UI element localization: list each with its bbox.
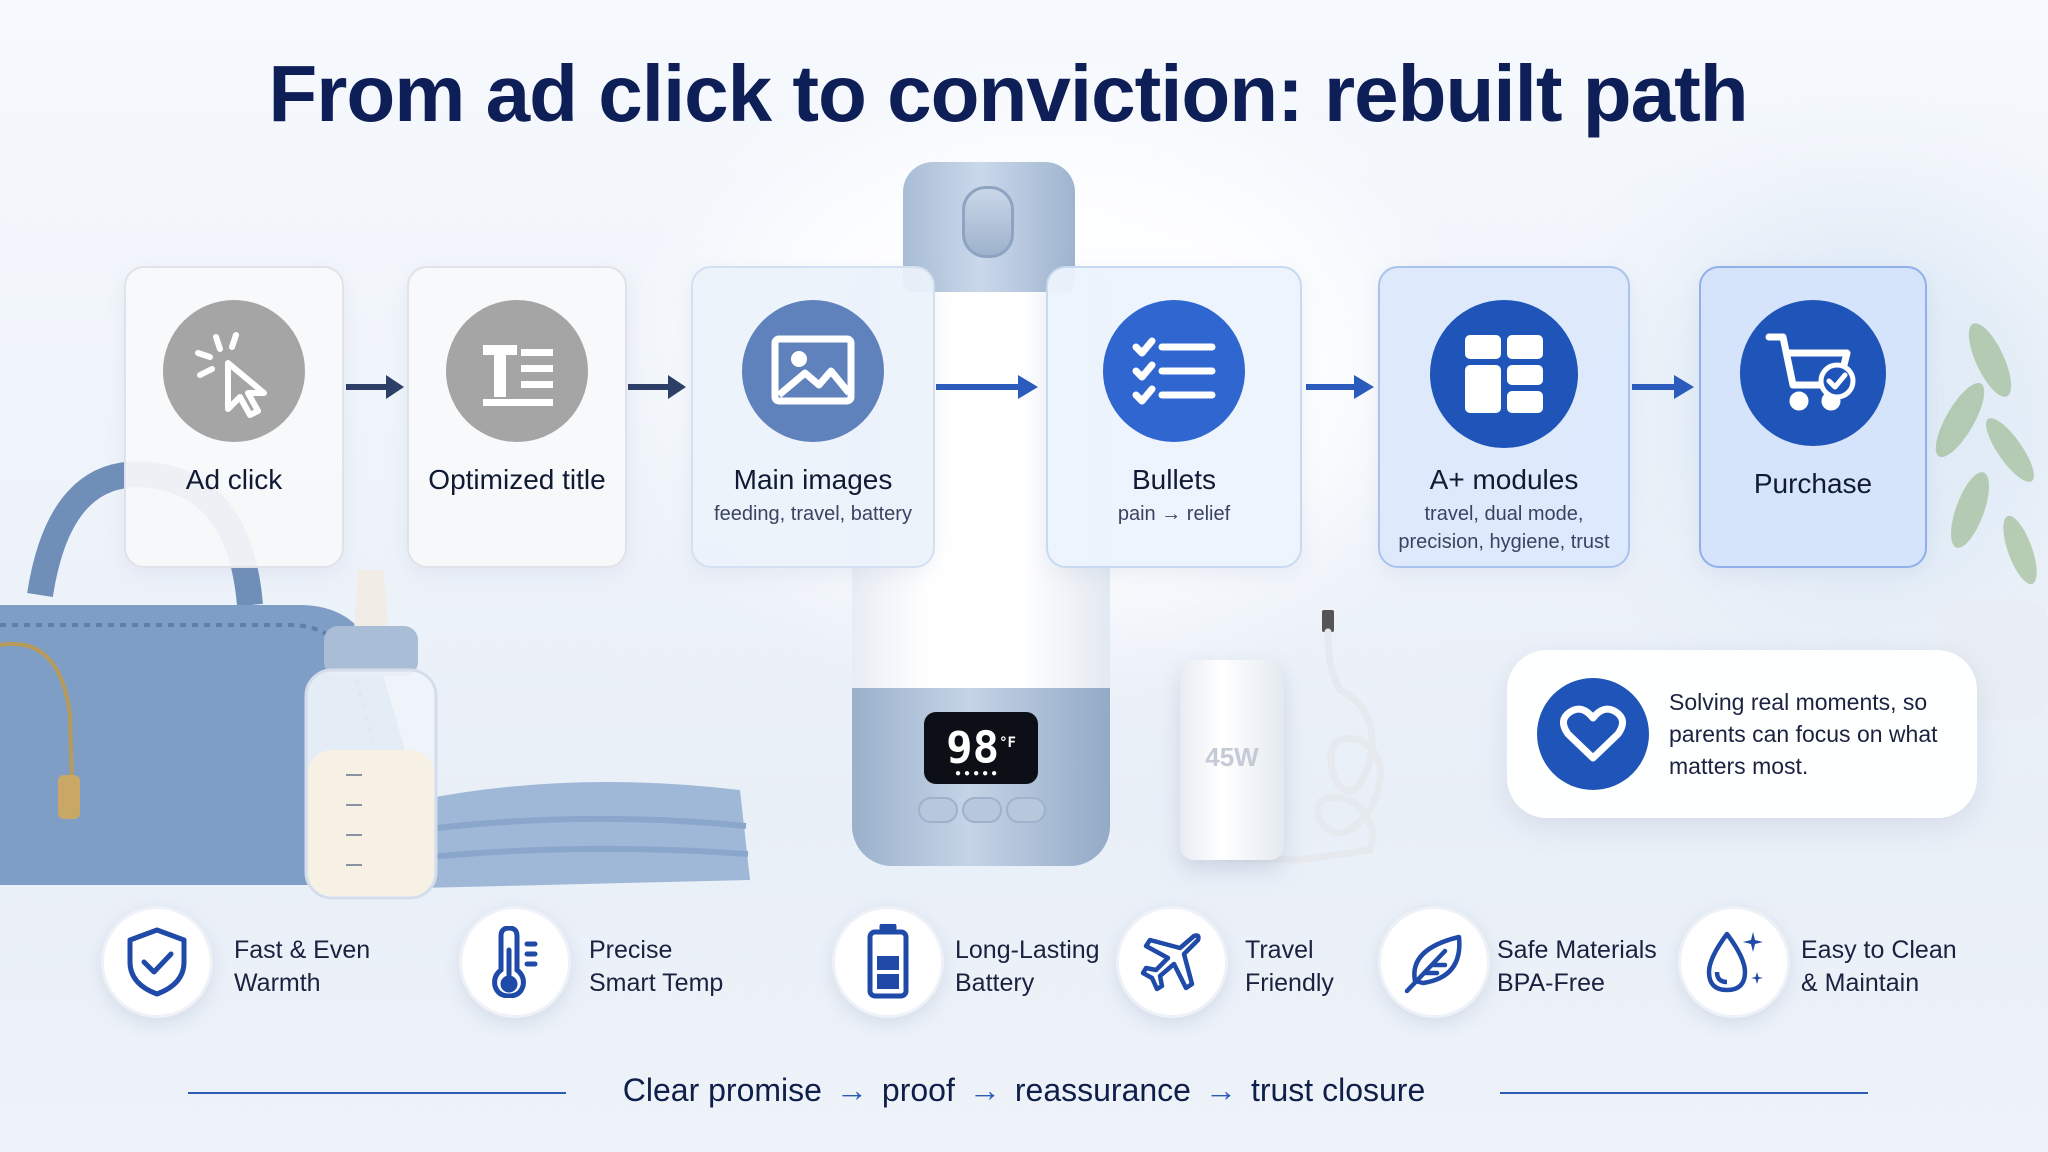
flow-step-purchase: Purchase: [1699, 266, 1927, 568]
flow-arrow: [1632, 375, 1694, 399]
display-indicator-dots: ●●●●●: [955, 768, 1001, 779]
battery-icon: [832, 906, 944, 1018]
usb-cable-image: [1220, 610, 1384, 864]
water-drop-sparkle-icon: [1678, 906, 1790, 1018]
temperature-unit: °F: [999, 735, 1016, 751]
airplane-icon: [1116, 906, 1228, 1018]
charger-wattage: 45W: [1205, 742, 1259, 772]
flow-step-a-plus-modules: A+ modules travel, dual mode, precision,…: [1378, 266, 1630, 568]
flow-step-label: Ad click: [185, 464, 283, 495]
shield-check-icon: [101, 906, 213, 1018]
mission-callout: Solving real moments, so parents can foc…: [1507, 650, 1977, 818]
grid-modules-icon: [1430, 300, 1578, 448]
temperature-value: 98: [946, 722, 1000, 774]
flow-step-bullets: Bullets pain → relief: [1046, 266, 1302, 568]
power-adapter-image: [1180, 660, 1284, 860]
flow-step-optimized-title: Optimized title: [407, 266, 627, 568]
baby-bottle-image: [304, 570, 438, 900]
tagline-part: reassurance: [1014, 1072, 1191, 1108]
tagline-part: Clear promise: [622, 1072, 822, 1108]
tagline-arrow: →: [968, 1072, 1001, 1108]
temperature-display: 98°F: [924, 712, 1038, 784]
feature-label: Precise Smart Temp: [589, 936, 724, 997]
flow-step-label: Optimized title: [428, 464, 606, 495]
title-text-icon: [446, 300, 588, 442]
divider-line: [188, 1092, 566, 1094]
flow-step-sub: travel, dual mode, precision, hygiene, t…: [1398, 503, 1610, 553]
checklist-icon: [1103, 300, 1245, 442]
callout-text: Solving real moments, so parents can foc…: [1669, 689, 1938, 779]
feature-label: Easy to Clean & Maintain: [1801, 936, 1957, 997]
towel-image: [420, 782, 750, 888]
flow-step-main-images: Main images feeding, travel, battery: [691, 266, 935, 568]
tagline: Clear promise → proof → reassurance → trust cl…: [0, 1072, 2048, 1109]
flow-step-label: Main images: [733, 464, 893, 495]
feature-label: Long-Lasting Battery: [955, 936, 1100, 997]
flow-step-label: Bullets: [1131, 464, 1217, 495]
flow-step-label: A+ modules: [1429, 464, 1579, 495]
page-title: From ad click to conviction: rebuilt pat…: [268, 49, 1748, 138]
image-icon: [742, 300, 884, 442]
plus-control: [918, 797, 958, 823]
flow-step-label: Purchase: [1753, 468, 1873, 499]
tagline-part: proof: [881, 1072, 955, 1108]
power-control: [962, 797, 1002, 823]
flow-step-sub: feeding, travel, battery: [714, 503, 912, 525]
feature-label: Fast & Even Warmth: [234, 936, 371, 997]
flow-arrow: [1306, 375, 1374, 399]
cursor-click-icon: [163, 300, 305, 442]
flow-arrow: [936, 375, 1038, 399]
flow-arrow: [628, 375, 686, 399]
divider-line: [1500, 1092, 1868, 1094]
lid-latch-button: [962, 186, 1014, 258]
flow-step-ad-click: Ad click: [124, 266, 344, 568]
cart-check-icon: [1740, 300, 1886, 446]
heart-icon: [1537, 678, 1649, 790]
thermometer-icon: [459, 906, 571, 1018]
flow-step-sub: pain → relief: [1117, 503, 1231, 525]
minus-control: [1006, 797, 1046, 823]
tagline-arrow: →: [1204, 1072, 1237, 1108]
tagline-arrow: →: [835, 1072, 868, 1108]
feature-label: Travel Friendly: [1245, 936, 1334, 997]
flow-arrow: [346, 375, 404, 399]
feature-label: Safe Materials BPA-Free: [1497, 936, 1657, 997]
leaf-icon: [1378, 906, 1490, 1018]
tagline-part: trust closure: [1250, 1072, 1426, 1108]
